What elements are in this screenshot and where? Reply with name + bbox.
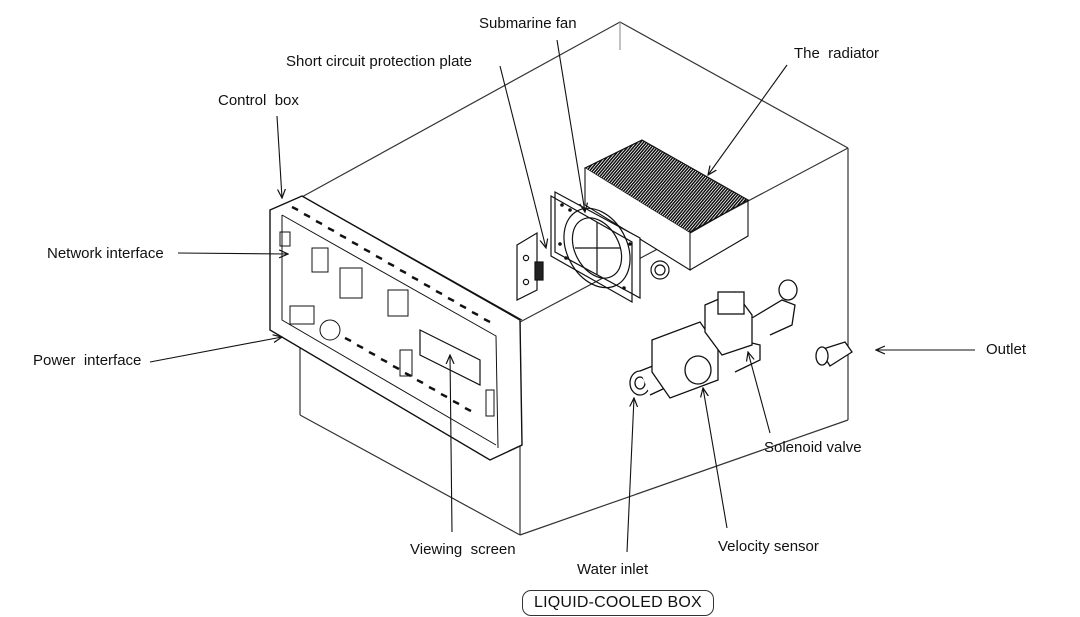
viewing-screen-leader bbox=[450, 355, 452, 533]
label-network-interface: Network interface bbox=[47, 245, 164, 262]
velocity-sensor-leader bbox=[703, 388, 728, 529]
power-interface-leader bbox=[149, 337, 282, 363]
radiator-leader bbox=[708, 64, 788, 175]
label-solenoid-valve: Solenoid valve bbox=[764, 439, 862, 456]
submarine-fan bbox=[550, 190, 670, 304]
label-outlet: Outlet bbox=[986, 341, 1027, 358]
network-interface-leader bbox=[177, 253, 288, 254]
label-water-inlet: Water inlet bbox=[577, 561, 649, 578]
label-control-box: Control box bbox=[218, 92, 299, 109]
label-velocity-sensor: Velocity sensor bbox=[718, 538, 819, 555]
diagram-caption: LIQUID-COOLED BOX bbox=[522, 590, 714, 616]
short-circuit-protection-plate bbox=[516, 231, 544, 301]
label-submarine-fan: Submarine fan bbox=[479, 15, 577, 32]
label-viewing-screen: Viewing screen bbox=[410, 541, 516, 558]
leader-lines bbox=[149, 39, 975, 553]
short-circuit-plate-leader bbox=[499, 65, 546, 248]
water-inlet-leader bbox=[626, 398, 634, 553]
label-short-circuit-protection-plate: Short circuit protection plate bbox=[286, 53, 472, 70]
control-box bbox=[269, 195, 523, 461]
water-piping bbox=[629, 279, 853, 399]
solenoid-valve-leader bbox=[748, 352, 771, 434]
label-power-interface: Power interface bbox=[33, 352, 142, 369]
control-box-leader bbox=[276, 115, 282, 198]
label-radiator: The radiator bbox=[794, 45, 880, 62]
submarine-fan-leader bbox=[556, 39, 585, 212]
